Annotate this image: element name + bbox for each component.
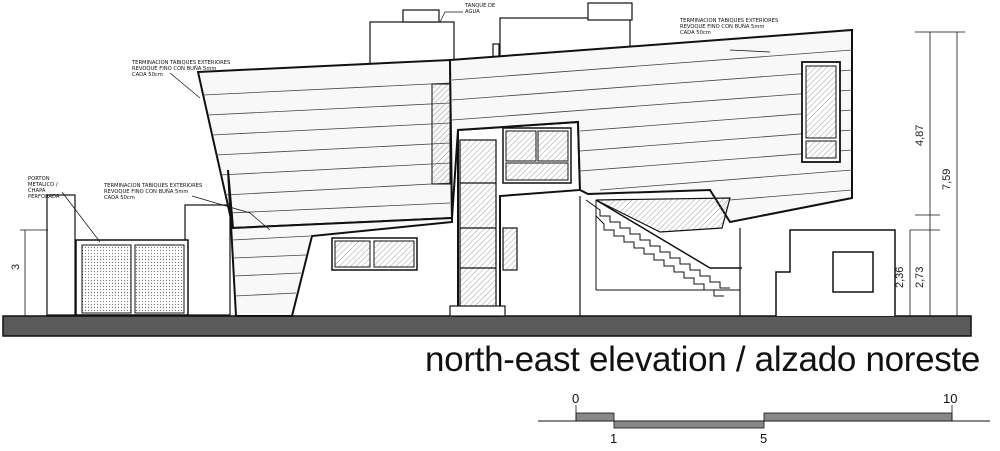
scale-label-5: 5: [760, 431, 768, 446]
dim-total-height: 7,59: [941, 168, 953, 190]
note-gate: PORTON METALICO / CHAPA PERFORADA: [28, 176, 60, 200]
dim-upper-volume: 4,87: [914, 124, 926, 146]
right-low-wall: [775, 229, 896, 316]
dim-lower-b: 2,73: [914, 266, 926, 288]
back-wall-left: [46, 194, 231, 316]
scale-label-10: 10: [943, 391, 958, 406]
leaders: [61, 11, 771, 243]
right-volume: [448, 28, 853, 224]
lower-windows: [331, 237, 418, 271]
note-upper-left: TERMINACION TABIQUES EXTERIORES REVOQUE …: [132, 60, 231, 78]
lower-left-wall: [227, 169, 453, 317]
note-lower: TERMINACION TABIQUES EXTERIORES REVOQUE …: [104, 183, 203, 201]
dimension-lines: [20, 31, 965, 317]
ground-slab: [2, 315, 972, 337]
gate: [75, 239, 189, 316]
scale-bar: [538, 405, 990, 429]
note-water-tank: TANQUE DE AGUA: [465, 3, 496, 15]
stair: [579, 196, 742, 316]
dim-gate-height: 3: [10, 263, 22, 270]
scale-label-1: 1: [610, 431, 618, 446]
scale-label-0: 0: [572, 391, 580, 406]
drawing-title: north-east elevation / alzado noreste: [425, 340, 981, 379]
left-volume: [196, 58, 454, 230]
right-window: [801, 61, 841, 163]
note-upper-right: TERMINACION TABIQUES EXTERIORES REVOQUE …: [680, 18, 779, 36]
dim-lower-a: 2,36: [894, 266, 906, 288]
center-tower: [449, 120, 582, 317]
